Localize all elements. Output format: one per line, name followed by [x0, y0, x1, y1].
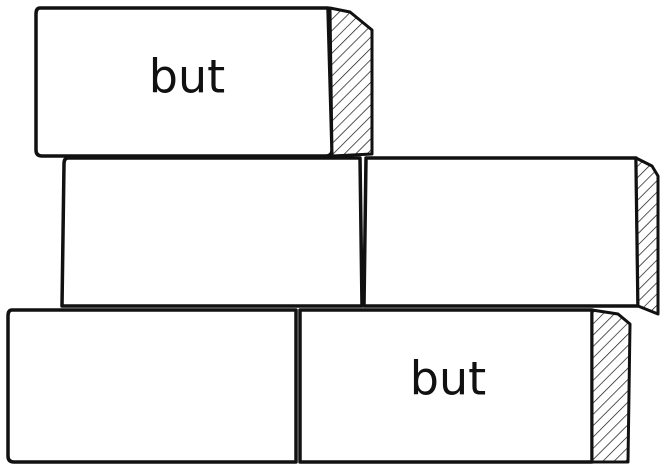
brick-row2-left — [62, 158, 362, 306]
brick-label: but — [149, 50, 225, 104]
brick-row2-right — [364, 158, 658, 314]
brick-side-shading — [592, 310, 630, 462]
brick-label: but — [410, 352, 486, 406]
brick-row3-right: but — [300, 310, 630, 462]
brick-side-shading — [636, 158, 658, 314]
brick-row1-left: but — [36, 8, 372, 156]
brick-side-shading — [330, 8, 372, 156]
brick-row3-left — [8, 310, 296, 462]
